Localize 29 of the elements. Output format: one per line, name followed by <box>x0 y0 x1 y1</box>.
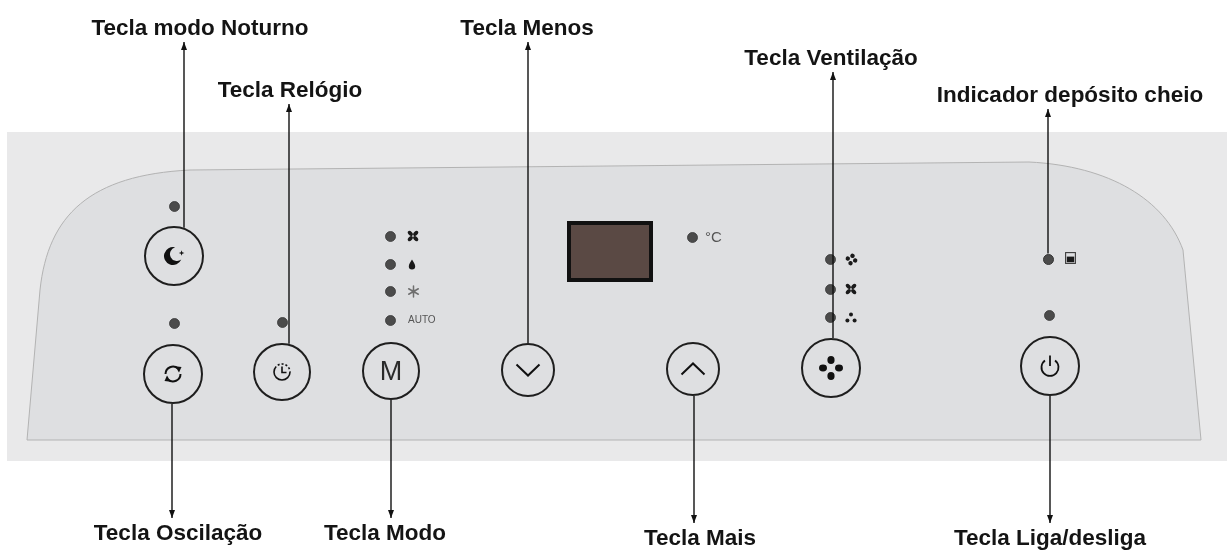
callout-label: Indicador depósito cheio <box>936 83 1204 106</box>
leader-line <box>525 41 531 344</box>
leader-line <box>181 41 187 229</box>
up-button <box>666 342 720 396</box>
mode-button: M <box>362 342 420 400</box>
callout-label: Tecla Ventilação <box>744 46 918 69</box>
leader-line <box>691 395 697 524</box>
down-button <box>501 343 555 397</box>
leader-line <box>169 403 175 519</box>
callout-label: Tecla Relógio <box>217 78 363 101</box>
oscillation-button <box>143 344 203 404</box>
leader-line <box>286 103 292 345</box>
indicator-light-icon <box>1042 253 1054 265</box>
leader-line <box>388 399 394 519</box>
mode-label: AUTO <box>408 314 436 325</box>
unit-label: °C <box>705 228 722 244</box>
leader-line <box>1045 108 1051 255</box>
callout-label: Tecla Oscilação <box>93 521 263 544</box>
moon-button <box>144 226 204 286</box>
fan-button <box>801 338 861 398</box>
leader-line <box>1047 395 1053 524</box>
callout-label: Tecla Mais <box>643 526 757 549</box>
power-button <box>1020 336 1080 396</box>
callout-label: Tecla modo Noturno <box>91 16 309 39</box>
callout-label: Tecla Liga/desliga <box>953 526 1147 549</box>
display-screen <box>567 221 653 282</box>
callout-label: Tecla Modo <box>323 521 447 544</box>
callout-label: Tecla Menos <box>460 16 594 39</box>
timer-button <box>253 343 311 401</box>
